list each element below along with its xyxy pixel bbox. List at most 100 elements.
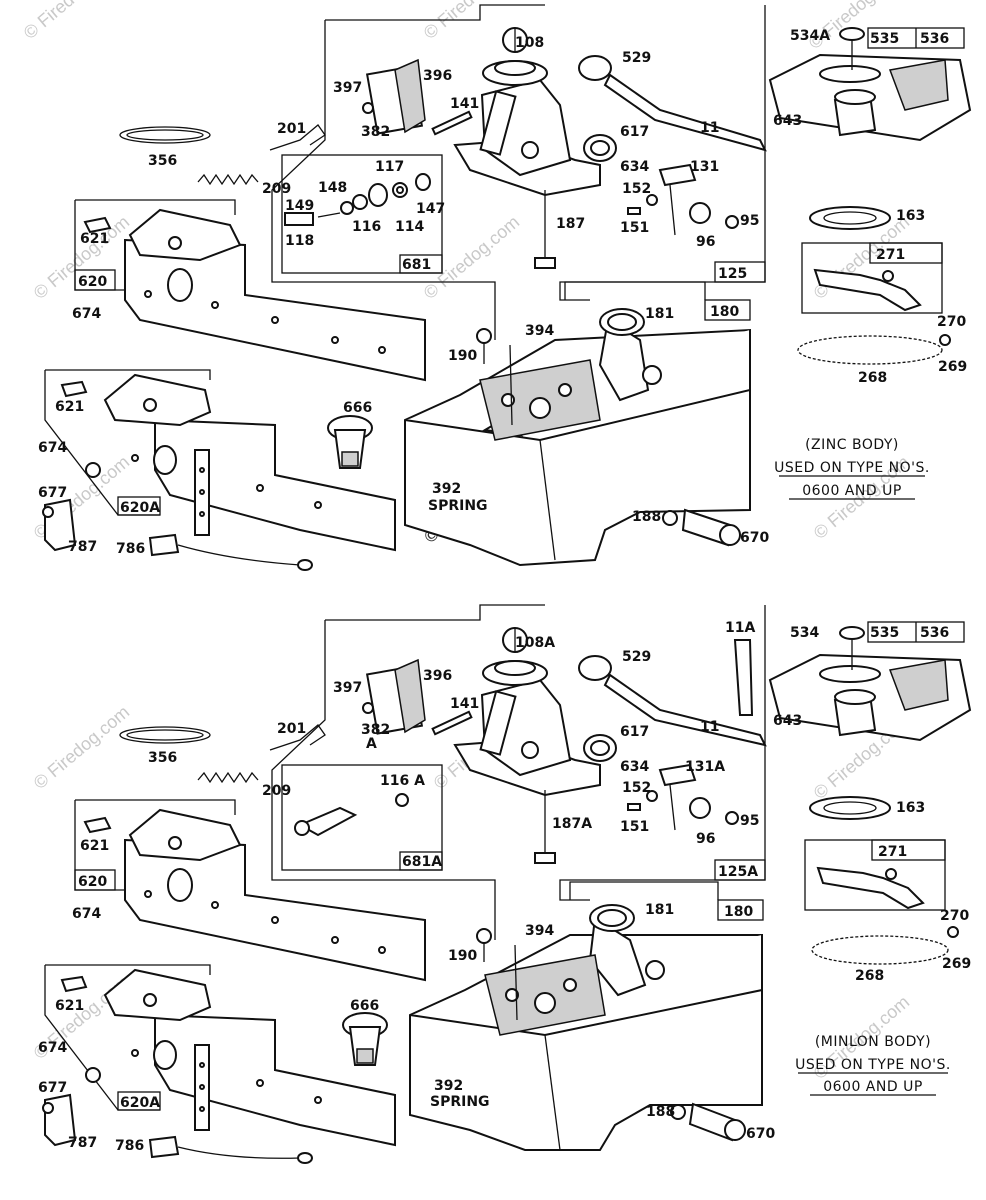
part-number-label: 131 bbox=[690, 159, 719, 175]
part-number-label: 536 bbox=[920, 31, 949, 47]
part-number-label: SPRING bbox=[428, 498, 488, 514]
part-number-label: 620 bbox=[78, 874, 107, 890]
part-number-label: 394 bbox=[525, 923, 554, 939]
fuel-cap-assembly bbox=[768, 27, 972, 142]
fuel-tank-180 bbox=[404, 281, 751, 567]
part-number-label: 787 bbox=[68, 1135, 97, 1151]
kit-681-box bbox=[281, 154, 443, 274]
part-number-label: 151 bbox=[620, 819, 649, 835]
elbow-529 bbox=[578, 655, 612, 681]
fuel-pickup-666 bbox=[327, 415, 373, 469]
part-number-label: 190 bbox=[448, 948, 477, 964]
part-number-label: 108A bbox=[515, 635, 555, 651]
part-number-label: 152 bbox=[622, 181, 651, 197]
note-line: USED ON TYPE NO'S. bbox=[795, 1057, 951, 1073]
part-number-label: 201 bbox=[277, 121, 306, 137]
part-number-label: 536 bbox=[920, 625, 949, 641]
part-number-label: 125A bbox=[718, 864, 758, 880]
bracket-620 bbox=[74, 199, 426, 382]
part-number-label: 187 bbox=[556, 216, 585, 232]
part-number-label: 270 bbox=[940, 908, 969, 924]
part-number-label: 787 bbox=[68, 539, 97, 555]
part-number-label: 397 bbox=[333, 680, 362, 696]
screw-190 bbox=[476, 928, 492, 962]
kit-681-parts bbox=[284, 173, 431, 226]
part-number-label: 620A bbox=[120, 1095, 160, 1111]
part-number-label: 271 bbox=[878, 844, 907, 860]
part-number-label: 180 bbox=[724, 904, 753, 920]
part-number-label: 271 bbox=[876, 247, 905, 263]
part-number-label: 147 bbox=[416, 201, 445, 217]
part-number-label: 151 bbox=[620, 220, 649, 236]
screw-190 bbox=[476, 328, 492, 364]
gasket-356 bbox=[119, 726, 211, 744]
part-number-label: 152 bbox=[622, 780, 651, 796]
box-681 bbox=[399, 254, 443, 274]
part-number-label: 116 bbox=[352, 219, 381, 235]
pipe-11a bbox=[733, 639, 754, 716]
minlon-body-note: (MINLON BODY) USED ON TYPE NO'S. 0600 AN… bbox=[795, 1034, 951, 1096]
part-number-label: 670 bbox=[746, 1126, 775, 1142]
bracket-620a bbox=[42, 964, 396, 1164]
part-number-label: 529 bbox=[622, 50, 651, 66]
part-number-label: 681 bbox=[402, 257, 431, 273]
bracket-620 bbox=[74, 799, 426, 982]
part-number-label: 674 bbox=[38, 1040, 67, 1056]
note-line: 0600 AND UP bbox=[823, 1079, 923, 1095]
part-number-label: 188 bbox=[646, 1104, 675, 1120]
part-number-label: 634 bbox=[620, 759, 649, 775]
part-number-label: 114 bbox=[395, 219, 424, 235]
part-number-label: 535 bbox=[870, 31, 899, 47]
part-number-label: SPRING bbox=[430, 1094, 490, 1110]
kit-681a-box bbox=[281, 764, 443, 871]
carburetor-body bbox=[453, 627, 617, 864]
part-number-label: 677 bbox=[38, 1080, 67, 1096]
carb-group-outline bbox=[559, 5, 766, 301]
elbow-529 bbox=[578, 55, 612, 81]
part-number-label: 643 bbox=[773, 713, 802, 729]
zinc-body-note: (ZINC BODY) USED ON TYPE NO'S. 0600 AND … bbox=[774, 437, 930, 500]
part-number-label: 397 bbox=[333, 80, 362, 96]
part-number-label: 674 bbox=[38, 440, 67, 456]
fuel-pipe bbox=[603, 673, 767, 747]
part-number-label: 674 bbox=[72, 306, 101, 322]
spring-209 bbox=[197, 173, 259, 186]
part-number-label: 108 bbox=[515, 35, 544, 51]
part-number-label: 268 bbox=[855, 968, 884, 984]
lower-assembly bbox=[42, 604, 972, 1164]
part-number-label: 11 bbox=[700, 719, 719, 735]
spring-209 bbox=[197, 771, 259, 784]
box-125a bbox=[714, 859, 766, 881]
fuel-pickup-666 bbox=[342, 1012, 388, 1066]
part-number-label: 181 bbox=[645, 902, 674, 918]
part-number-label: 163 bbox=[896, 800, 925, 816]
part-number-label: 670 bbox=[740, 530, 769, 546]
part-number-label: 11A bbox=[725, 620, 755, 636]
part-number-label: 95 bbox=[740, 813, 759, 829]
part-number-label: 396 bbox=[423, 68, 452, 84]
part-number-label: 643 bbox=[773, 113, 802, 129]
choke-parts bbox=[627, 763, 739, 831]
gasket-268 bbox=[797, 335, 943, 365]
note-line: USED ON TYPE NO'S. bbox=[774, 460, 930, 476]
part-number-label: 681A bbox=[402, 854, 442, 870]
part-number-label: 535 bbox=[870, 625, 899, 641]
gasket-163 bbox=[809, 206, 891, 230]
part-number-label: 163 bbox=[896, 208, 925, 224]
part-number-label: 534 bbox=[790, 625, 819, 641]
part-number-label: 620A bbox=[120, 500, 160, 516]
part-number-label: 617 bbox=[620, 724, 649, 740]
lever-271 bbox=[804, 839, 946, 911]
part-number-label: 269 bbox=[938, 359, 967, 375]
box-681a bbox=[399, 851, 443, 871]
watermark-text: © Firedog.com bbox=[30, 702, 133, 793]
part-number-label: 621 bbox=[55, 998, 84, 1014]
fuel-cap-assembly bbox=[768, 621, 972, 742]
watermark-text: © Firedog.com bbox=[420, 212, 523, 303]
part-number-label: 116 A bbox=[380, 773, 425, 789]
part-number-label: 621 bbox=[55, 399, 84, 415]
carb-group-outline bbox=[325, 4, 545, 21]
throttle-parts bbox=[269, 58, 473, 151]
gasket-163 bbox=[809, 796, 891, 820]
